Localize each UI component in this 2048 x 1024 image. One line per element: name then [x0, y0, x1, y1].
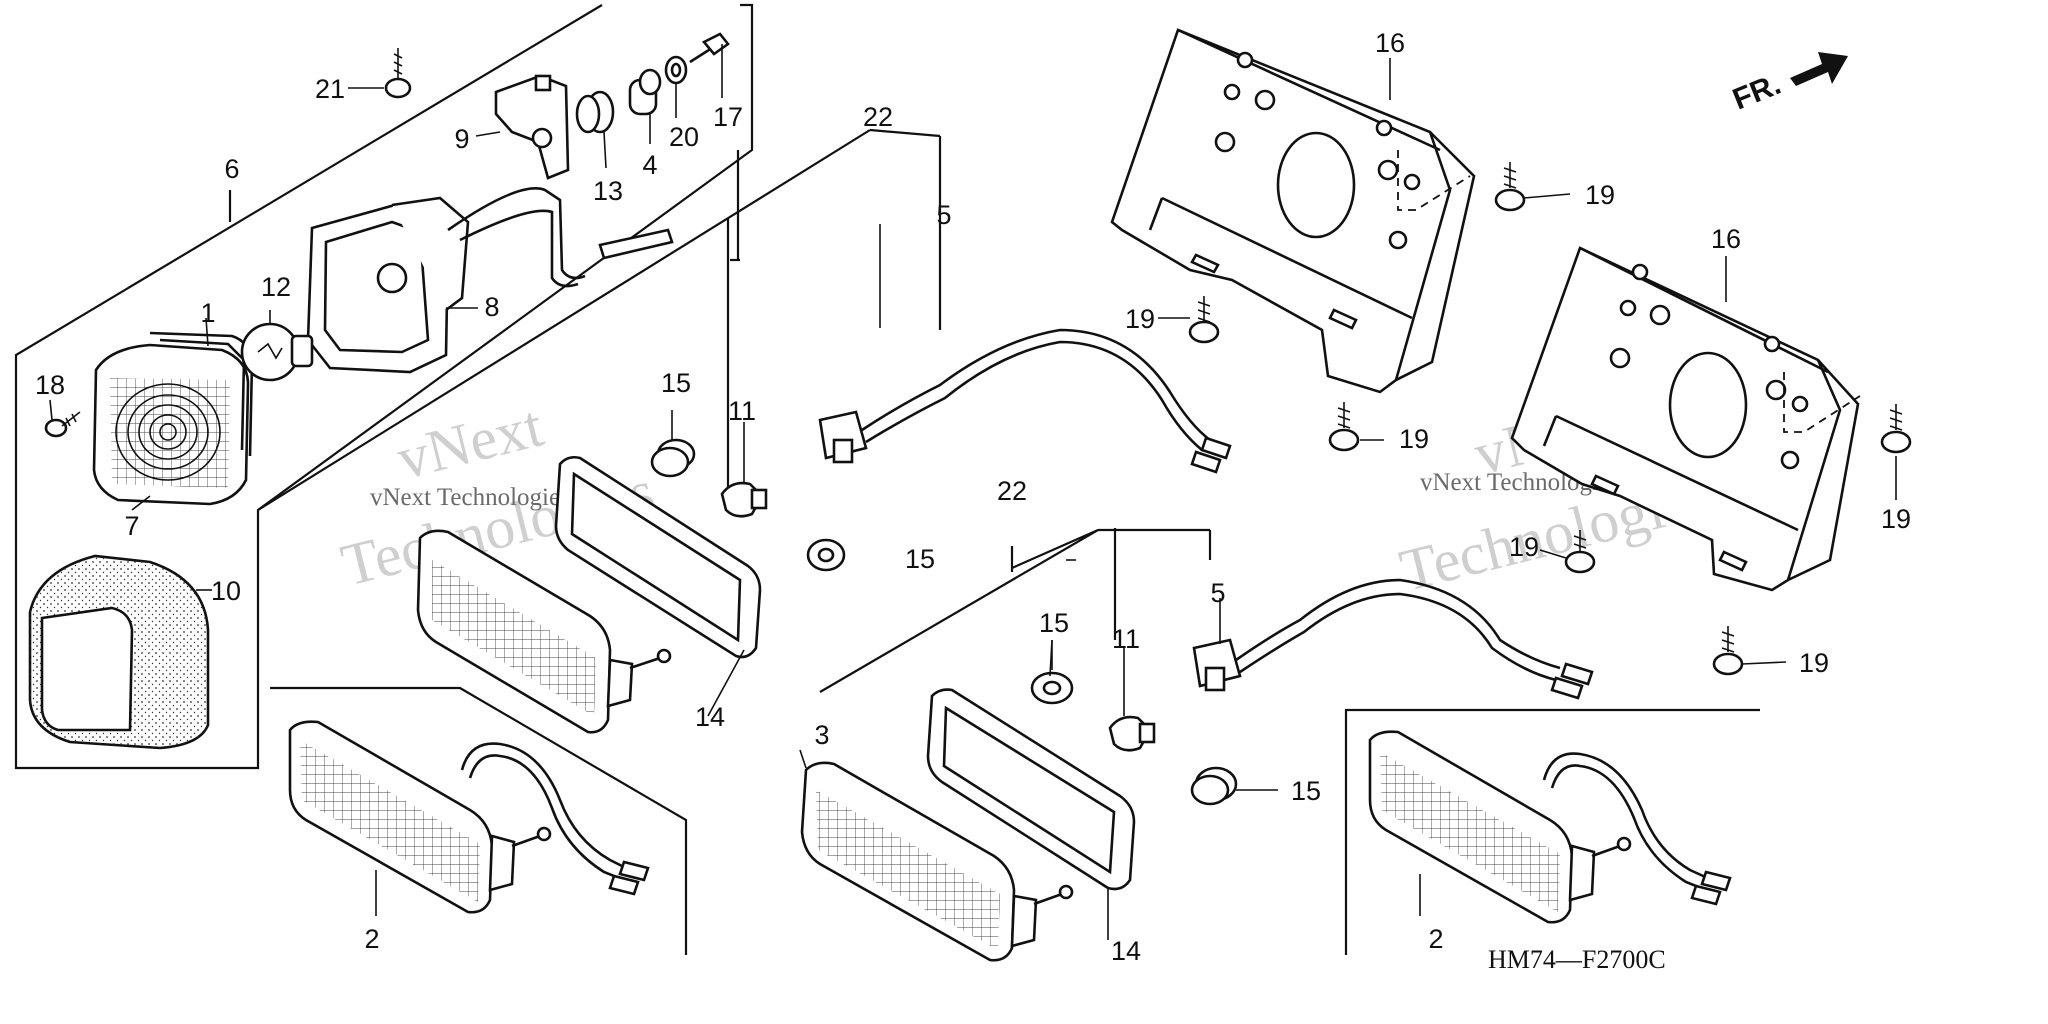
- callout-7: 7: [124, 511, 139, 541]
- group-2-right-frame: [1344, 708, 1760, 955]
- callouts: 1 2 2 3 4 5 5 6 7 8 9 10 11 11 12 13 14 …: [35, 28, 1911, 966]
- callout-22-lower: 22: [997, 476, 1027, 506]
- group-22-left-frame: [257, 128, 942, 955]
- watermark-small-left: vNext Technologies: [370, 484, 570, 511]
- callout-15-c: 15: [1039, 608, 1069, 638]
- callout-6: 6: [224, 154, 239, 184]
- callout-19-a: 19: [1585, 180, 1615, 210]
- leader-lines: [49, 44, 1897, 940]
- mounting-bracket: [494, 74, 570, 180]
- clip-19e: [1564, 530, 1596, 574]
- drawing-code: HM74—F2700C: [1488, 945, 1666, 974]
- watermark-line1: vNext: [391, 392, 550, 492]
- callout-19-d: 19: [1881, 504, 1911, 534]
- headlight-case: [306, 187, 674, 374]
- marker-lens-lower: [800, 761, 1074, 962]
- rubber-grommet-15d: [1190, 766, 1238, 806]
- bolt-17: [689, 32, 730, 64]
- callout-19-f: 19: [1799, 648, 1829, 678]
- callout-21: 21: [315, 74, 345, 104]
- callout-16-upper: 16: [1375, 28, 1405, 58]
- front-direction-indicator: FR.: [1728, 52, 1848, 116]
- marker-bulb-upper: [720, 481, 768, 518]
- callout-1: 1: [200, 298, 215, 328]
- clip-19a: [1494, 162, 1526, 212]
- socket-harness-upper: [818, 328, 1232, 474]
- screw-21: [384, 48, 412, 99]
- callout-3: 3: [814, 720, 829, 750]
- mounting-plate-lower: [1510, 246, 1861, 592]
- callout-20: 20: [669, 122, 699, 152]
- callout-10: 10: [211, 576, 241, 606]
- rubber-grommet-15a: [650, 438, 696, 478]
- callout-15-b: 15: [905, 544, 935, 574]
- rubber-grommet-13: [575, 90, 615, 134]
- headlight-bulb: [240, 322, 314, 382]
- callout-12: 12: [261, 272, 291, 302]
- washer-20: [664, 55, 688, 85]
- clip-19c: [1328, 402, 1360, 452]
- callout-19-e: 19: [1509, 532, 1539, 562]
- callout-9: 9: [454, 124, 469, 154]
- clip-19b: [1188, 296, 1220, 344]
- marker-lens-upper: [416, 529, 672, 734]
- rubber-grommet-15b: [806, 538, 846, 572]
- marker-bulb-lower: [1108, 715, 1156, 752]
- callout-19-c: 19: [1399, 424, 1429, 454]
- callout-5-lower: 5: [1210, 578, 1225, 608]
- clip-19d: [1880, 404, 1912, 454]
- callout-18: 18: [35, 370, 65, 400]
- callout-14-lower: 14: [1111, 936, 1141, 966]
- callout-5-upper: 5: [936, 200, 951, 230]
- mounting-plate-upper: [1110, 28, 1476, 394]
- headlight-visor: [28, 554, 210, 750]
- marker-assembly-right: [1368, 730, 1732, 924]
- callout-8: 8: [484, 292, 499, 322]
- clip-19f: [1712, 626, 1744, 676]
- rubber-grommet-15c: [1030, 671, 1074, 705]
- headlight-lens: [92, 343, 250, 506]
- screw-18: [44, 411, 81, 438]
- callout-11-lower: 11: [1112, 624, 1140, 654]
- callout-19-b: 19: [1125, 304, 1155, 334]
- callout-15-d: 15: [1291, 776, 1321, 806]
- callout-13: 13: [593, 176, 623, 206]
- callout-2-left: 2: [364, 924, 379, 954]
- callout-15-a: 15: [661, 368, 691, 398]
- marker-assembly-left: [288, 720, 650, 914]
- callout-2-right: 2: [1428, 924, 1443, 954]
- callout-14-upper: 14: [695, 702, 725, 732]
- socket-harness-lower: [1192, 578, 1594, 700]
- callout-16-lower: 16: [1711, 224, 1741, 254]
- callout-4: 4: [642, 150, 657, 180]
- callout-17: 17: [713, 102, 743, 132]
- callout-22-upper: 22: [863, 102, 893, 132]
- group-22-right-frame: [819, 528, 1212, 693]
- marker-gasket-upper: [554, 455, 762, 659]
- callout-11-upper: 11: [728, 396, 756, 426]
- front-arrow-icon: [1790, 52, 1848, 86]
- marker-gasket-lower: [926, 688, 1136, 891]
- group-6-frame: [14, 3, 754, 770]
- collar-4: [628, 68, 662, 116]
- front-direction-label: FR.: [1728, 68, 1785, 117]
